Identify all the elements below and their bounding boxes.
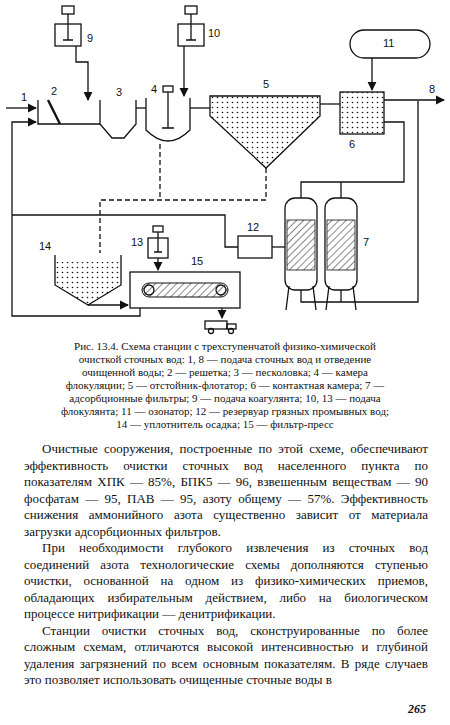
callout-number: 8 [428,83,436,96]
flocculation-chamber [190,107,210,108]
coagulant-tank [63,14,73,40]
grate-channel [38,100,100,124]
coagulant-tank [62,6,74,14]
adsorption-filters [301,290,357,302]
callout-number: 2 [50,85,58,98]
outlet-pipe [357,101,418,302]
ozonator [371,58,372,90]
inlet-pipe [6,107,36,108]
outlet-pipe [384,99,444,100]
callout-number: 13 [130,236,144,249]
callout-number: 10 [207,27,221,40]
return-pipe [12,122,140,316]
callout-number: 5 [262,78,270,91]
sand-trap [100,100,146,138]
contact-chamber [340,92,384,134]
filter-press [221,308,222,318]
filter-press [144,285,154,295]
sludge-truck [205,321,236,334]
flocculant-tank [186,14,196,40]
settler-flotator [320,103,340,104]
grate-channel [38,100,100,124]
flocculant-tank-13 [153,226,163,232]
callout-number: 3 [115,86,123,99]
filter-press [216,285,226,295]
adsorption-filters [301,122,404,198]
sludge-thickener [55,255,121,305]
sludge-thickener [88,304,128,305]
flocculation-chamber [162,92,174,128]
flocculant-tank [183,46,184,96]
body-paragraph: Станции очистки сточных вод, сконструиро… [24,623,428,689]
page-number: 265 [408,702,426,717]
sludge-thickener [55,262,121,305]
ozonator [350,30,430,58]
figure-caption: Рис. 13.4. Схема станции с трехступенчат… [60,340,390,431]
sludge-truck [209,329,214,334]
settler-flotator [210,96,320,168]
flocculation-chamber [163,86,173,92]
filter-press [142,283,228,297]
callout-number: 15 [190,255,204,268]
adsorption-filters [327,220,355,270]
adsorption-filters [272,246,285,247]
sand-trap [100,100,136,138]
adsorption-filters [286,286,356,310]
grate-channel [48,100,60,124]
wash-water-reservoir [238,236,272,258]
sand-trap [136,107,146,108]
callout-number: 6 [348,138,356,151]
adsorption-filters [287,220,315,270]
process-scheme [0,0,450,336]
callout-number: 1 [20,91,28,104]
adsorption-filters [272,122,404,310]
coagulant-tank [55,6,88,100]
coagulant-tank [76,46,88,100]
sludge-thickener [55,255,128,305]
filter-press [130,272,240,308]
body-paragraph: Очистные сооружения, построенные по этой… [24,441,428,540]
ozonator [350,30,430,90]
adsorption-filters [325,198,357,290]
body-paragraph: При необходимости глубокого извлечения и… [24,540,428,623]
adsorption-filters [285,198,317,290]
wash-water-reservoir [238,236,272,258]
contact-chamber [340,92,384,134]
callout-number: 4 [150,83,158,96]
callout-number: 14 [38,240,52,253]
sludge-truck [229,329,234,334]
sludge-line [100,168,266,253]
flocculant-tank-13 [148,226,168,270]
callout-number: 9 [86,32,94,45]
sludge-line [159,144,160,200]
flocculant-tank-13 [157,258,158,270]
outlet-pipe [357,100,444,302]
callout-number: 11 [382,37,395,50]
inlet-pipe [6,108,36,109]
flocculant-tank [185,6,197,14]
callout-number: 12 [246,221,260,234]
flocculant-tank [178,6,204,96]
callout-number: 7 [362,236,370,249]
filter-press [130,272,240,318]
flocculant-tank-13 [154,232,162,252]
sludge-truck [205,321,227,329]
return-pipe [12,122,238,316]
settler-flotator [210,96,340,168]
